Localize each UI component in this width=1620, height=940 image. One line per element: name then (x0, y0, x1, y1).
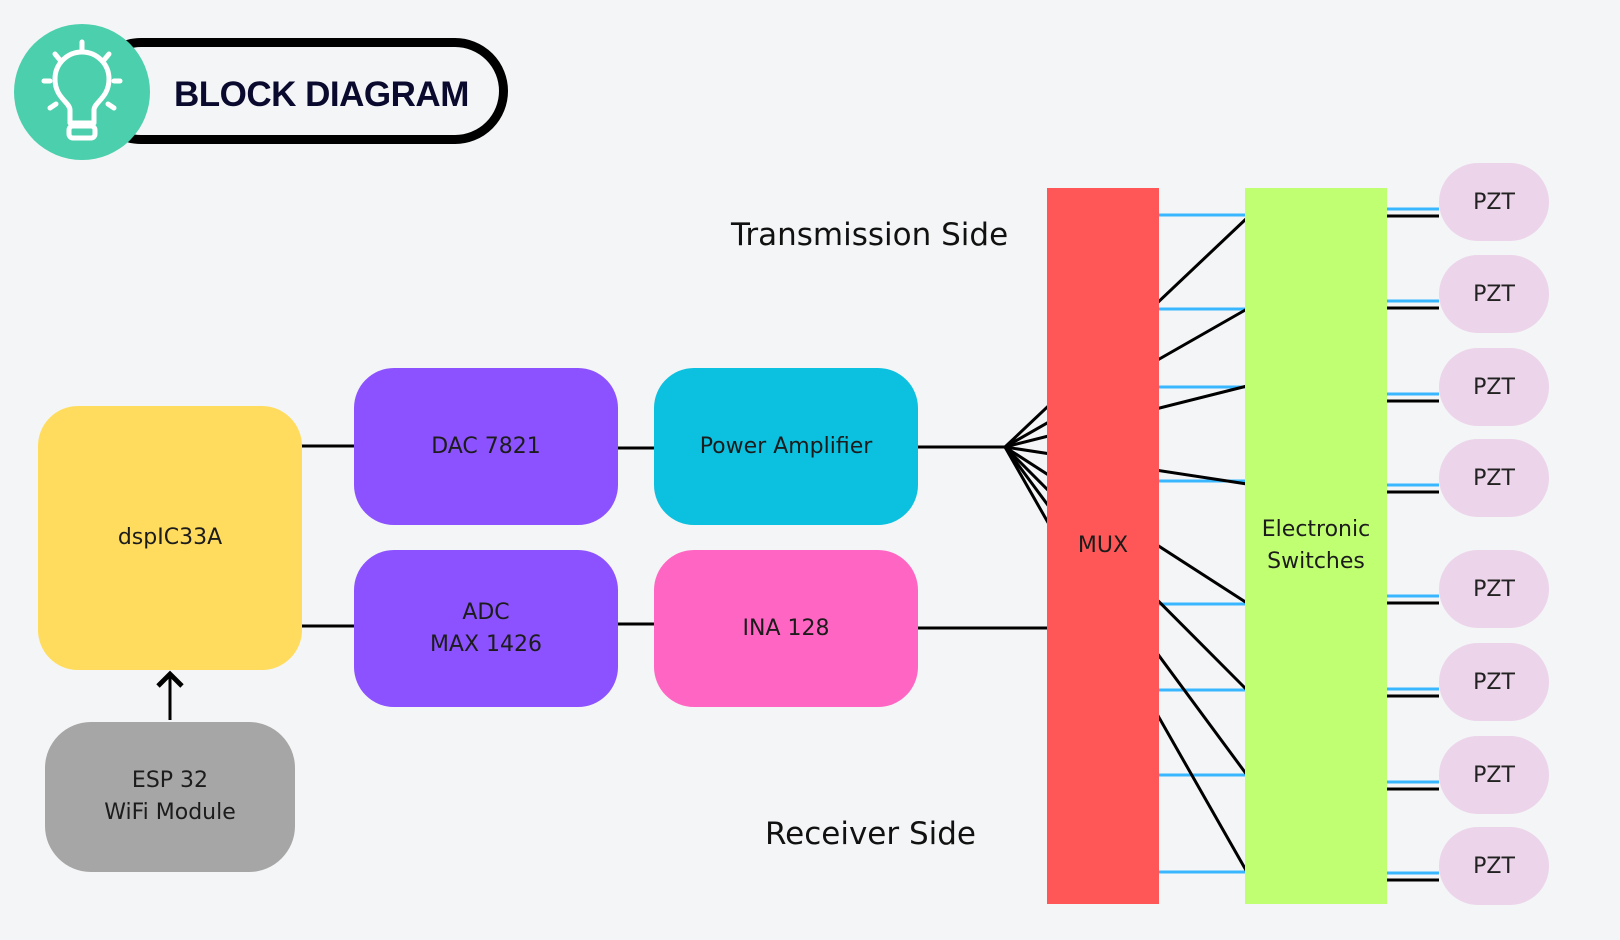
title-banner (88, 38, 508, 144)
pzt-node: PZT (1439, 439, 1549, 517)
pzt-node: PZT (1439, 643, 1549, 721)
pzt-label: PZT (1473, 762, 1515, 788)
pzt-label: PZT (1473, 465, 1515, 491)
dspic33a-block: dspIC33A (38, 406, 302, 670)
pzt-node: PZT (1439, 736, 1549, 814)
pzt-label: PZT (1473, 576, 1515, 602)
adc-block: ADC MAX 1426 (354, 550, 618, 707)
electronic-switches-block: Electronic Switches (1245, 188, 1387, 904)
power-amplifier-block: Power Amplifier (654, 368, 918, 525)
esp32-block: ESP 32 WiFi Module (45, 722, 295, 872)
electronic-switches-label: Electronic Switches (1261, 517, 1371, 574)
mux-switch-links (1159, 213, 1245, 874)
adc-label: ADC MAX 1426 (429, 599, 543, 657)
pzt-node: PZT (1439, 348, 1549, 426)
mux-block (1047, 188, 1159, 904)
switch-pzt-links (1387, 207, 1439, 882)
ina128-block: INA 128 (654, 550, 918, 707)
transmission-side-label: Transmission Side (731, 217, 1009, 253)
power-amplifier-label: Power Amplifier (699, 433, 873, 459)
pzt-label: PZT (1473, 853, 1515, 879)
dac-label: DAC 7821 (431, 433, 541, 459)
lightbulb-icon (14, 24, 150, 160)
pzt-label: PZT (1473, 669, 1515, 695)
dspic33a-label: dspIC33A (117, 525, 223, 550)
pzt-label: PZT (1473, 189, 1515, 215)
page-title: BLOCK DIAGRAM (174, 75, 469, 114)
pzt-node: PZT (1439, 163, 1549, 241)
ina128-label: INA 128 (742, 615, 830, 641)
dac-block: DAC 7821 (354, 368, 618, 525)
pzt-node: PZT (1439, 550, 1549, 628)
pzt-node: PZT (1439, 827, 1549, 905)
pzt-node: PZT (1439, 255, 1549, 333)
receiver-side-label: Receiver Side (765, 816, 977, 852)
esp32-label: ESP 32 WiFi Module (104, 768, 236, 825)
pzt-label: PZT (1473, 374, 1515, 400)
pzt-label: PZT (1473, 281, 1515, 307)
